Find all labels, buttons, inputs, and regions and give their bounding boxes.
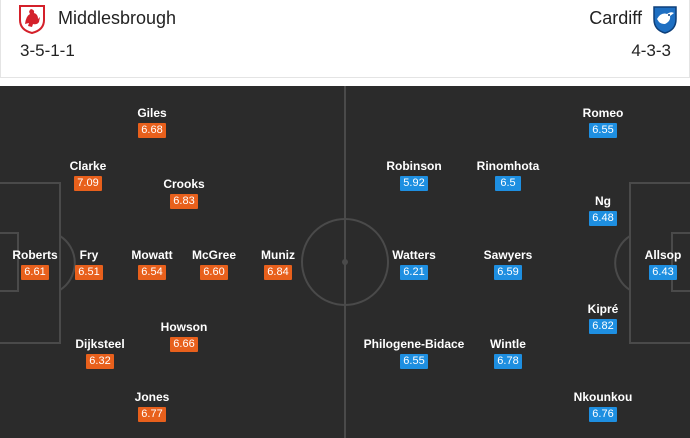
player-allsop[interactable]: Allsop 6.43	[608, 248, 690, 280]
player-name: Fry	[79, 248, 99, 262]
player-rating: 6.51	[75, 265, 103, 280]
player-philogene-bidace[interactable]: Philogene-Bidace 6.55	[359, 337, 469, 369]
player-rating: 6.55	[589, 123, 617, 138]
player-name: Allsop	[644, 248, 682, 262]
player-rating: 7.09	[74, 176, 102, 191]
player-rating: 6.68	[138, 123, 166, 138]
cardiff-bluebird-crest-icon	[653, 6, 677, 34]
player-watters[interactable]: Watters 6.21	[359, 248, 469, 280]
player-name: Kipré	[587, 302, 619, 316]
player-rating: 6.54	[138, 265, 166, 280]
player-rating: 6.5	[495, 176, 521, 191]
player-name: Sawyers	[483, 248, 533, 262]
player-roberts[interactable]: Roberts 6.61	[0, 248, 90, 280]
player-name: Mowatt	[131, 248, 173, 262]
player-name: Nkounkou	[573, 390, 633, 404]
player-name: Philogene-Bidace	[363, 337, 465, 351]
player-name: Roberts	[12, 248, 58, 262]
player-mcgree[interactable]: McGree 6.60	[159, 248, 269, 280]
player-nkounkou[interactable]: Nkounkou 6.76	[548, 390, 658, 422]
player-name: Wintle	[490, 337, 526, 351]
player-name: Clarke	[69, 159, 107, 173]
player-rating: 6.43	[649, 265, 677, 280]
player-name: Crooks	[163, 177, 205, 191]
player-name: Dijksteel	[75, 337, 125, 351]
player-rating: 6.48	[589, 211, 617, 226]
player-rating: 6.78	[494, 354, 522, 369]
home-formation: 3-5-1-1	[20, 41, 75, 60]
player-name: Muniz	[261, 248, 295, 262]
player-mowatt[interactable]: Mowatt 6.54	[97, 248, 207, 280]
player-rating: 6.82	[589, 319, 617, 334]
middlesbrough-lion-crest-icon	[19, 5, 45, 34]
home-team-name[interactable]: Middlesbrough	[58, 8, 177, 28]
player-fry[interactable]: Fry 6.51	[34, 248, 144, 280]
player-romeo[interactable]: Romeo 6.55	[548, 106, 658, 138]
player-name: Watters	[392, 248, 436, 262]
header-divider	[0, 78, 690, 86]
player-rating: 6.21	[400, 265, 428, 280]
pitch: Roberts 6.61 Giles 6.68 Clarke 7.09 Croo…	[0, 86, 690, 438]
player-howson[interactable]: Howson 6.66	[129, 320, 239, 352]
player-robinson[interactable]: Robinson 5.92	[359, 159, 469, 191]
player-rating: 6.84	[264, 265, 292, 280]
player-kipre[interactable]: Kipré 6.82	[548, 302, 658, 334]
away-team-name[interactable]: Cardiff	[589, 8, 642, 28]
player-name: Romeo	[582, 106, 624, 120]
player-giles[interactable]: Giles 6.68	[97, 106, 207, 138]
player-rating: 6.61	[21, 265, 49, 280]
away-formation: 4-3-3	[631, 41, 671, 60]
player-rating: 6.76	[589, 407, 617, 422]
player-name: McGree	[191, 248, 237, 262]
player-rating: 5.92	[400, 176, 428, 191]
player-clarke[interactable]: Clarke 7.09	[33, 159, 143, 191]
player-rating: 6.32	[86, 354, 114, 369]
player-name: Robinson	[386, 159, 442, 173]
player-rating: 6.59	[494, 265, 522, 280]
player-rating: 6.66	[170, 337, 198, 352]
player-dijksteel[interactable]: Dijksteel 6.32	[45, 337, 155, 369]
player-name: Giles	[137, 106, 167, 120]
player-ng[interactable]: Ng 6.48	[548, 194, 658, 226]
player-rating: 6.55	[400, 354, 428, 369]
player-jones[interactable]: Jones 6.77	[97, 390, 207, 422]
player-rating: 6.60	[200, 265, 228, 280]
player-name: Rinomhota	[476, 159, 540, 173]
player-name: Jones	[134, 390, 170, 404]
player-rating: 6.83	[170, 194, 198, 209]
player-wintle[interactable]: Wintle 6.78	[453, 337, 563, 369]
player-name: Ng	[595, 194, 611, 208]
player-rating: 6.77	[138, 407, 166, 422]
player-rinomhota[interactable]: Rinomhota 6.5	[453, 159, 563, 191]
match-lineup-header: Middlesbrough 3-5-1-1 Cardiff 4-3-3	[0, 0, 690, 78]
player-sawyers[interactable]: Sawyers 6.59	[453, 248, 563, 280]
player-name: Howson	[160, 320, 208, 334]
pitch-markings	[0, 86, 690, 438]
player-muniz[interactable]: Muniz 6.84	[223, 248, 333, 280]
player-crooks[interactable]: Crooks 6.83	[129, 177, 239, 209]
